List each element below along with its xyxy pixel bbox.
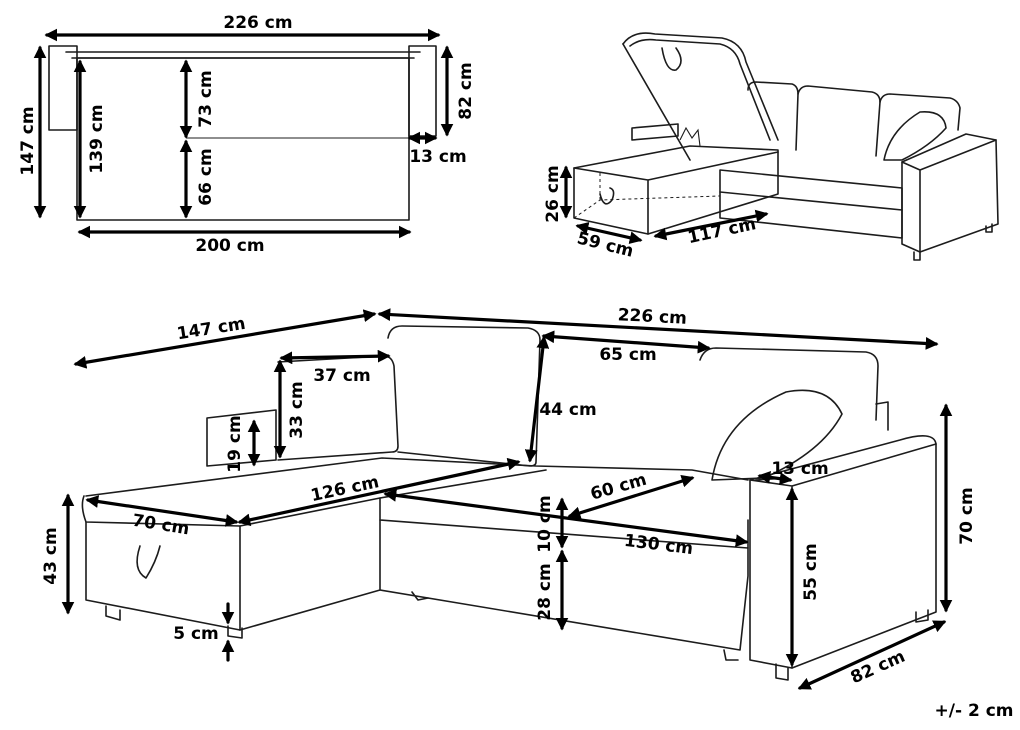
label-main-226: 226 cm — [617, 305, 687, 329]
top-seat-area — [76, 57, 410, 221]
storage-lid-inner — [629, 38, 771, 141]
storage-lid-edge — [622, 43, 691, 161]
label-main-19: 19 cm — [225, 415, 245, 472]
dim-main-82 — [797, 620, 947, 690]
label-main-70-height: 70 cm — [957, 487, 977, 544]
label-top-200: 200 cm — [195, 236, 264, 256]
label-top-13: 13 cm — [409, 147, 466, 167]
label-top-139: 139 cm — [87, 104, 107, 173]
storage-box-handle — [599, 187, 615, 205]
label-main-44: 44 cm — [539, 400, 596, 420]
label-main-10: 10 cm — [535, 495, 555, 552]
label-main-13: 13 cm — [771, 459, 828, 479]
label-main-55: 55 cm — [801, 543, 821, 600]
main-back-edge — [875, 401, 889, 431]
label-main-33: 33 cm — [287, 381, 307, 438]
label-top-73: 73 cm — [196, 70, 216, 127]
storage-base — [719, 191, 903, 239]
storage-hinge — [679, 126, 701, 147]
storage-pillow — [883, 111, 947, 161]
tolerance-note: +/- 2 cm — [935, 701, 1014, 721]
top-back — [65, 51, 421, 59]
dim-main-37 — [279, 349, 391, 365]
main-view: 147 cm 226 cm 65 cm 37 cm 33 cm 44 cm 19… — [41, 305, 977, 690]
storage-chaise-arm — [631, 123, 679, 141]
main-chaise-handle — [136, 545, 161, 579]
label-storage-26: 26 cm — [543, 165, 563, 222]
storage-box-hidden — [573, 170, 721, 219]
storage-right-arm-edges — [901, 139, 997, 253]
main-base — [379, 547, 749, 651]
label-main-43: 43 cm — [41, 527, 61, 584]
dim-main-13 — [757, 471, 793, 485]
label-main-65: 65 cm — [599, 345, 656, 365]
main-legs — [105, 591, 929, 681]
main-pillow — [711, 389, 843, 481]
label-main-5: 5 cm — [173, 624, 219, 644]
dim-storage-117 — [653, 209, 769, 241]
storage-box-edges — [573, 151, 779, 235]
dim-storage-59 — [575, 222, 643, 244]
storage-back-cushion-3 — [879, 93, 961, 131]
storage-view: 26 cm 59 cm 117 cm — [543, 32, 999, 262]
dim-main-226 — [377, 308, 939, 350]
dim-main-44 — [524, 335, 550, 463]
label-main-28: 28 cm — [535, 563, 555, 620]
storage-back-cushion-1 — [747, 81, 799, 151]
dim-main-147 — [73, 309, 377, 369]
label-top-147: 147 cm — [18, 106, 38, 175]
main-chaise-side — [239, 519, 381, 631]
dim-main-126 — [237, 457, 521, 527]
main-back-cushion-2 — [699, 347, 879, 421]
main-chaise-front — [85, 521, 241, 631]
top-right-arm — [408, 45, 437, 137]
top-view: 226 cm 147 cm 139 cm 73 cm 66 cm 82 cm 1… — [18, 13, 476, 256]
label-top-226: 226 cm — [223, 13, 292, 33]
storage-back-cushion-2 — [797, 85, 881, 157]
main-back-cushion-1 — [387, 325, 541, 467]
label-top-66: 66 cm — [196, 148, 216, 205]
dim-main-65 — [541, 330, 711, 354]
storage-lid-handle — [661, 47, 682, 71]
storage-lid — [622, 32, 779, 141]
storage-right-arm — [901, 133, 999, 253]
label-main-37: 37 cm — [313, 366, 370, 386]
label-main-126: 126 cm — [309, 472, 381, 506]
dim-main-70 — [85, 495, 239, 527]
storage-legs — [913, 223, 993, 261]
label-top-82: 82 cm — [456, 62, 476, 119]
